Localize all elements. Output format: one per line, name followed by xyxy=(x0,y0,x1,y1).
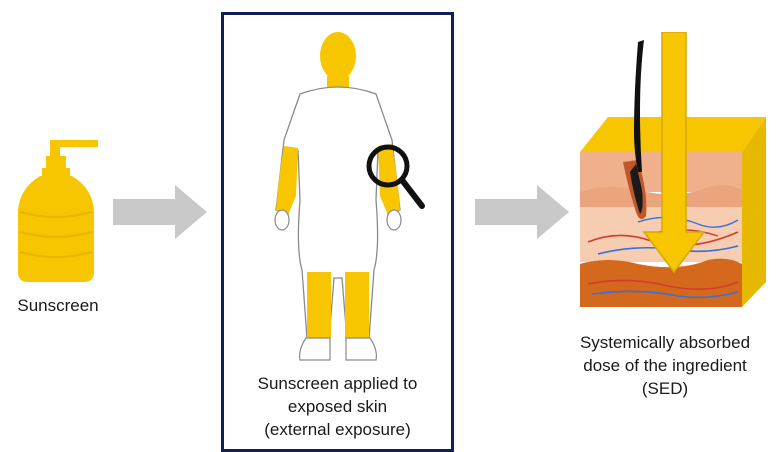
sed-label-line-1: Systemically absorbed xyxy=(560,331,770,354)
arrow-right-icon xyxy=(475,185,570,239)
sed-label-line-2: dose of the ingredient xyxy=(560,354,770,377)
arrow-right-icon xyxy=(113,185,208,239)
skin-cross-section-icon xyxy=(578,32,768,312)
sunscreen-bottle-icon xyxy=(10,130,110,290)
sunscreen-label: Sunscreen xyxy=(6,294,110,317)
sed-label-line-3: (SED) xyxy=(560,377,770,400)
exposure-label-line-3: (external exposure) xyxy=(224,418,451,441)
magnifying-glass-icon xyxy=(364,142,428,214)
exposure-label-line-1: Sunscreen applied to xyxy=(224,372,451,395)
exposure-label-line-2: exposed skin xyxy=(224,395,451,418)
